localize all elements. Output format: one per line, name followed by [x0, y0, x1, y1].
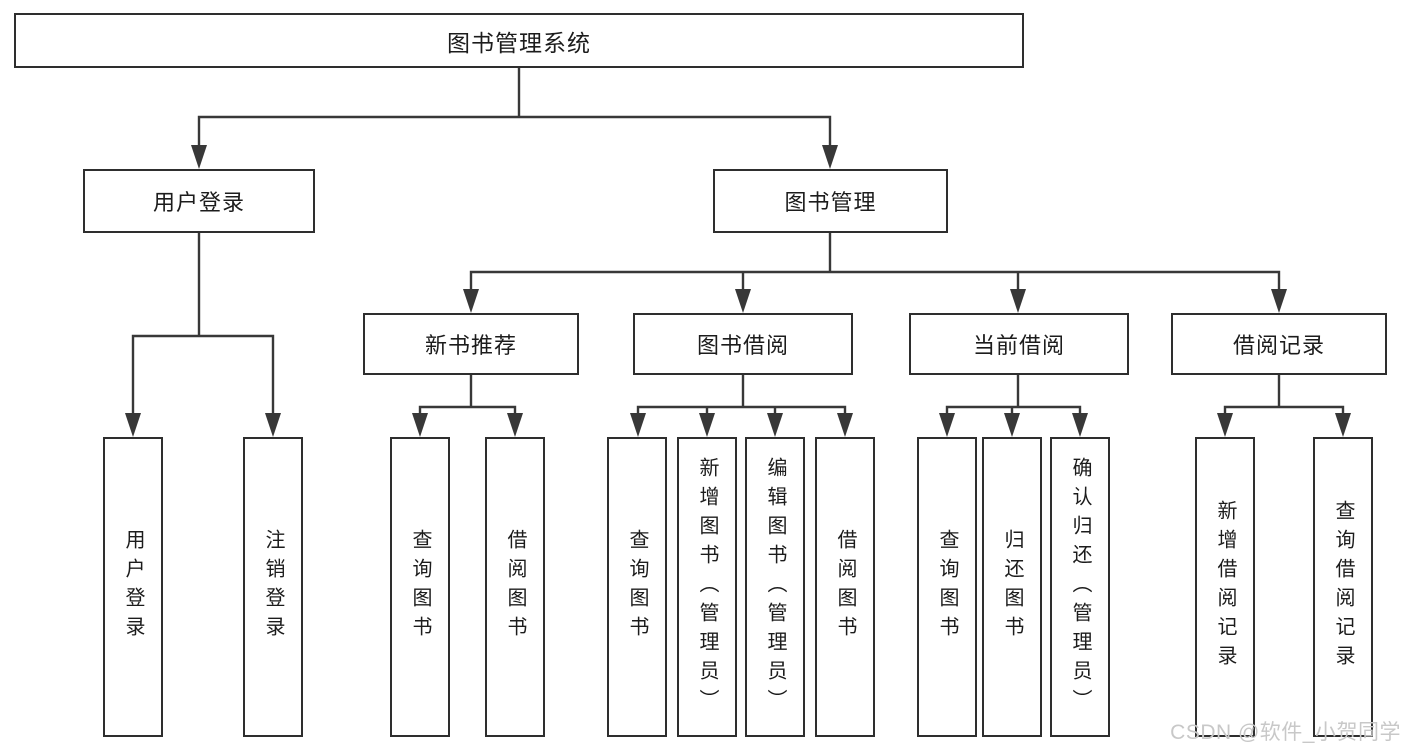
leaf-query-borrow-record-label: 查询借阅记录: [1332, 500, 1354, 674]
leaf-add-books-admin-label: 新增图书（管理员）: [696, 456, 718, 718]
node-user-login-branch-label: 用户登录: [152, 190, 245, 215]
node-user-login-branch: 用户登录: [83, 169, 315, 233]
node-new-book-recommend-label: 新书推荐: [424, 333, 517, 358]
leaf-add-borrow-record: 新增借阅记录: [1195, 437, 1255, 737]
node-library-system: 图书管理系统: [14, 13, 1024, 68]
leaf-confirm-return-admin: 确认归还（管理员）: [1050, 437, 1110, 737]
node-borrow-records: 借阅记录: [1171, 313, 1387, 375]
leaf-query-borrow-record: 查询借阅记录: [1313, 437, 1373, 737]
leaf-query-books: 查询图书: [390, 437, 450, 737]
leaf-borrow-books: 借阅图书: [815, 437, 875, 737]
csdn-watermark: CSDN @软件_小贺同学: [1170, 721, 1401, 744]
leaf-logout-label: 注销登录: [262, 529, 284, 645]
node-book-borrowing-label: 图书借阅: [696, 333, 789, 358]
leaf-logout: 注销登录: [243, 437, 303, 737]
node-borrow-records-label: 借阅记录: [1232, 333, 1325, 358]
leaf-add-borrow-record-label: 新增借阅记录: [1214, 500, 1236, 674]
leaf-user-login-label: 用户登录: [122, 529, 144, 645]
leaf-return-books: 归还图书: [982, 437, 1042, 737]
node-library-system-label: 图书管理系统: [447, 29, 591, 56]
leaf-borrow-books: 借阅图书: [485, 437, 545, 737]
node-book-management: 图书管理: [713, 169, 948, 233]
leaf-borrow-books-label: 借阅图书: [834, 529, 856, 645]
leaf-query-books: 查询图书: [917, 437, 977, 737]
leaf-query-books-label: 查询图书: [626, 529, 648, 645]
node-new-book-recommend: 新书推荐: [363, 313, 579, 375]
node-book-borrowing: 图书借阅: [633, 313, 853, 375]
node-book-management-label: 图书管理: [784, 190, 877, 215]
leaf-query-books-label: 查询图书: [409, 529, 431, 645]
leaf-user-login: 用户登录: [103, 437, 163, 737]
leaf-return-books-label: 归还图书: [1001, 529, 1023, 645]
leaf-borrow-books-label: 借阅图书: [504, 529, 526, 645]
leaf-edit-books-admin: 编辑图书（管理员）: [745, 437, 805, 737]
arrowheads: [125, 145, 1351, 437]
leaf-query-books: 查询图书: [607, 437, 667, 737]
leaf-query-books-label: 查询图书: [936, 529, 958, 645]
node-current-borrowing: 当前借阅: [909, 313, 1129, 375]
leaf-edit-books-admin-label: 编辑图书（管理员）: [764, 456, 786, 718]
leaf-confirm-return-admin-label: 确认归还（管理员）: [1069, 456, 1091, 718]
leaf-add-books-admin: 新增图书（管理员）: [677, 437, 737, 737]
node-current-borrowing-label: 当前借阅: [972, 333, 1065, 358]
